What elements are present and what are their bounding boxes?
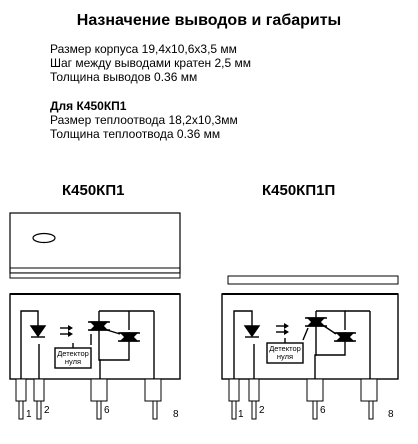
spec-heatsink-thickness: Толщина теплоотвода 0.36 мм (50, 127, 221, 141)
pin-2 (248, 378, 260, 420)
detector-label-line2: нуля (277, 352, 293, 361)
pin-label-2: 2 (259, 405, 265, 416)
pin-label-2: 2 (44, 405, 50, 416)
detector-label-line1: Детектор (57, 349, 89, 358)
pin-6 (90, 378, 108, 420)
page-title: Назначение выводов и габариты (76, 12, 342, 29)
internal-circuit (233, 310, 371, 379)
detector-label-line1: Детектор (269, 344, 301, 353)
chip-title-k450kp1p: К450КП1П (262, 182, 336, 199)
spec-heatsink-size: Размер теплоотвода 18,2х10,3мм (50, 113, 238, 127)
pin-label-8: 8 (388, 409, 394, 420)
pin-label-6: 6 (104, 405, 110, 416)
pin-2 (33, 378, 45, 420)
chip-title-k450kp1: К450КП1 (62, 182, 125, 199)
pin-8 (144, 378, 162, 420)
pin-label-1: 1 (238, 409, 244, 420)
pin-1 (15, 378, 27, 420)
spec-pin-pitch: Шаг между выводами кратен 2,5 мм (50, 56, 251, 70)
heatsink-tab (9, 212, 181, 279)
pin-8 (360, 378, 378, 420)
pin-6 (306, 378, 324, 420)
spec-body-size: Размер корпуса 19,4х10,6х3,5 мм (50, 42, 237, 56)
spec-pin-thickness: Толщина выводов 0.36 мм (50, 70, 198, 84)
chip-k450kp1: 1 2 6 8 (9, 212, 181, 420)
heatsink-header: Для К450КП1 (50, 99, 127, 113)
detector-label-line2: нуля (65, 357, 81, 366)
pin-label-1: 1 (26, 409, 32, 420)
mounting-hole (32, 232, 56, 244)
pin-label-8: 8 (173, 409, 179, 420)
pin-label-6: 6 (320, 405, 326, 416)
chip-k450kp1p: 1 2 6 8 (221, 275, 399, 420)
internal-circuit (20, 310, 155, 379)
